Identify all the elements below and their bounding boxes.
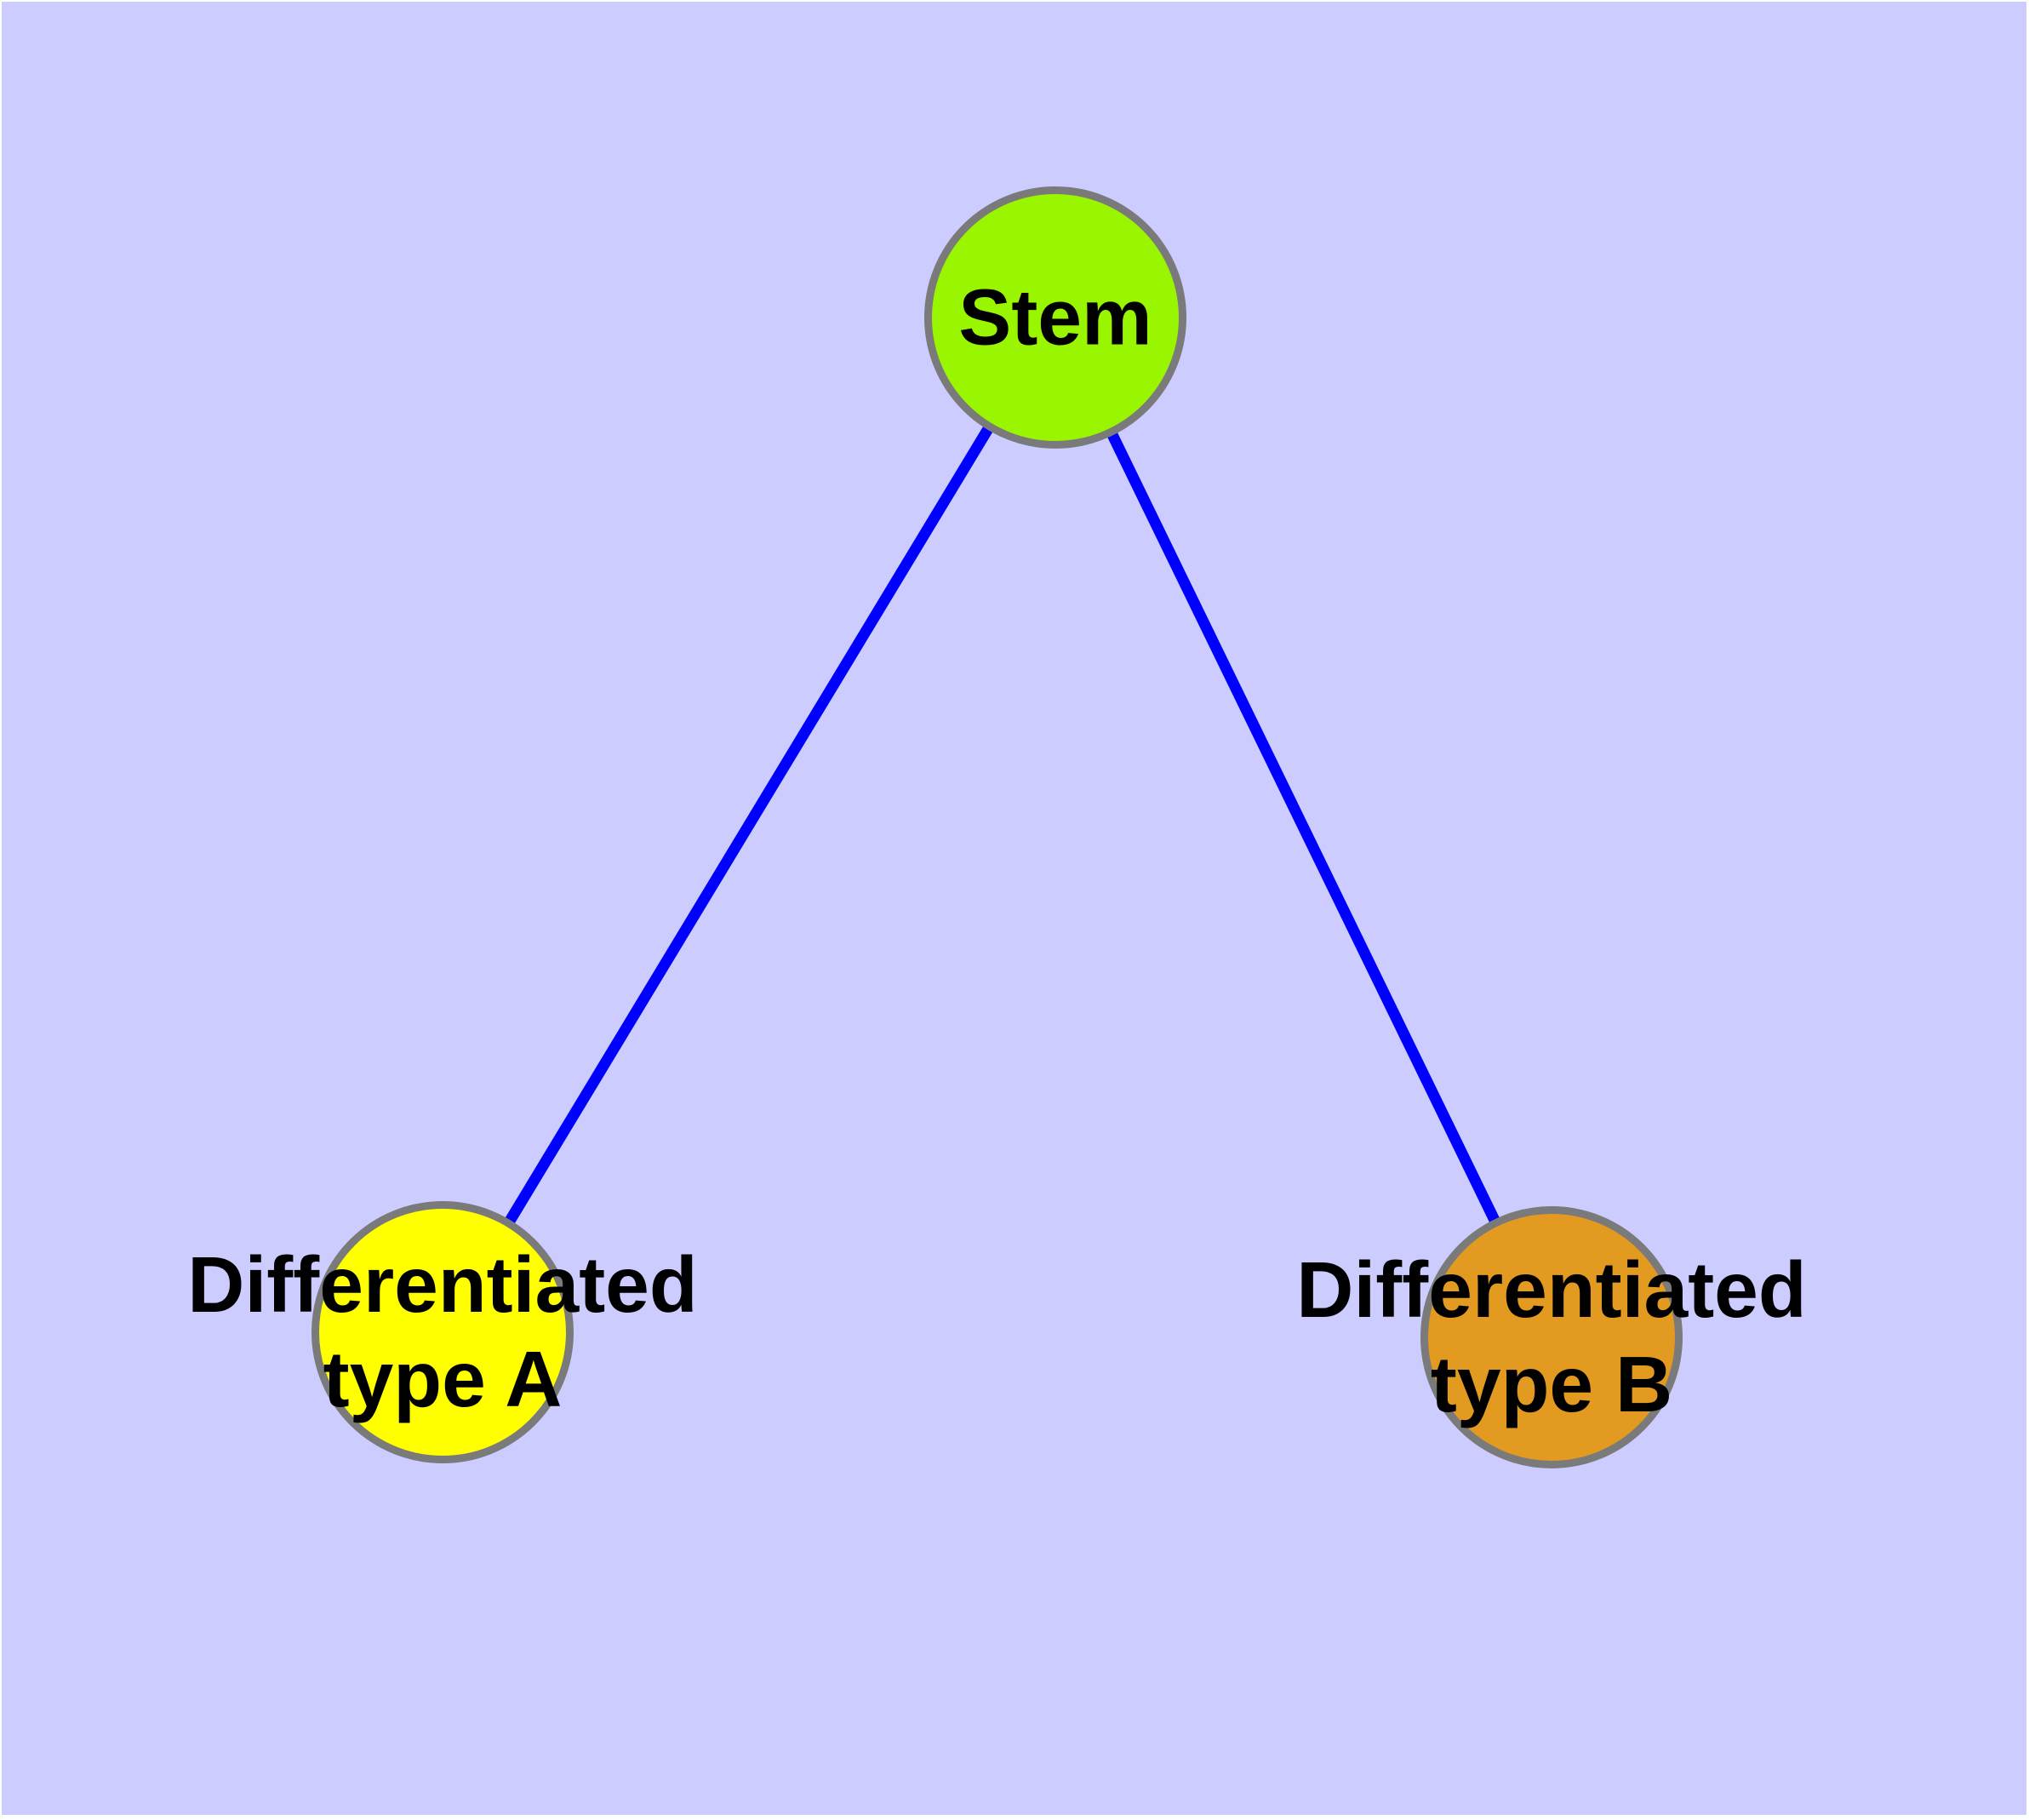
node-stem[interactable]: Stem [924, 186, 1186, 449]
node-differentiated-type-b[interactable]: Differentiated type B [1296, 1206, 1807, 1468]
node-differentiated-type-a[interactable]: Differentiated type A [187, 1201, 698, 1463]
edge-stem-to-type-b [1050, 315, 1557, 1340]
edge-stem-to-type-a [437, 314, 1060, 1336]
node-stem-label-line: Stem [958, 272, 1152, 362]
node-stem-label: Stem [958, 271, 1152, 365]
